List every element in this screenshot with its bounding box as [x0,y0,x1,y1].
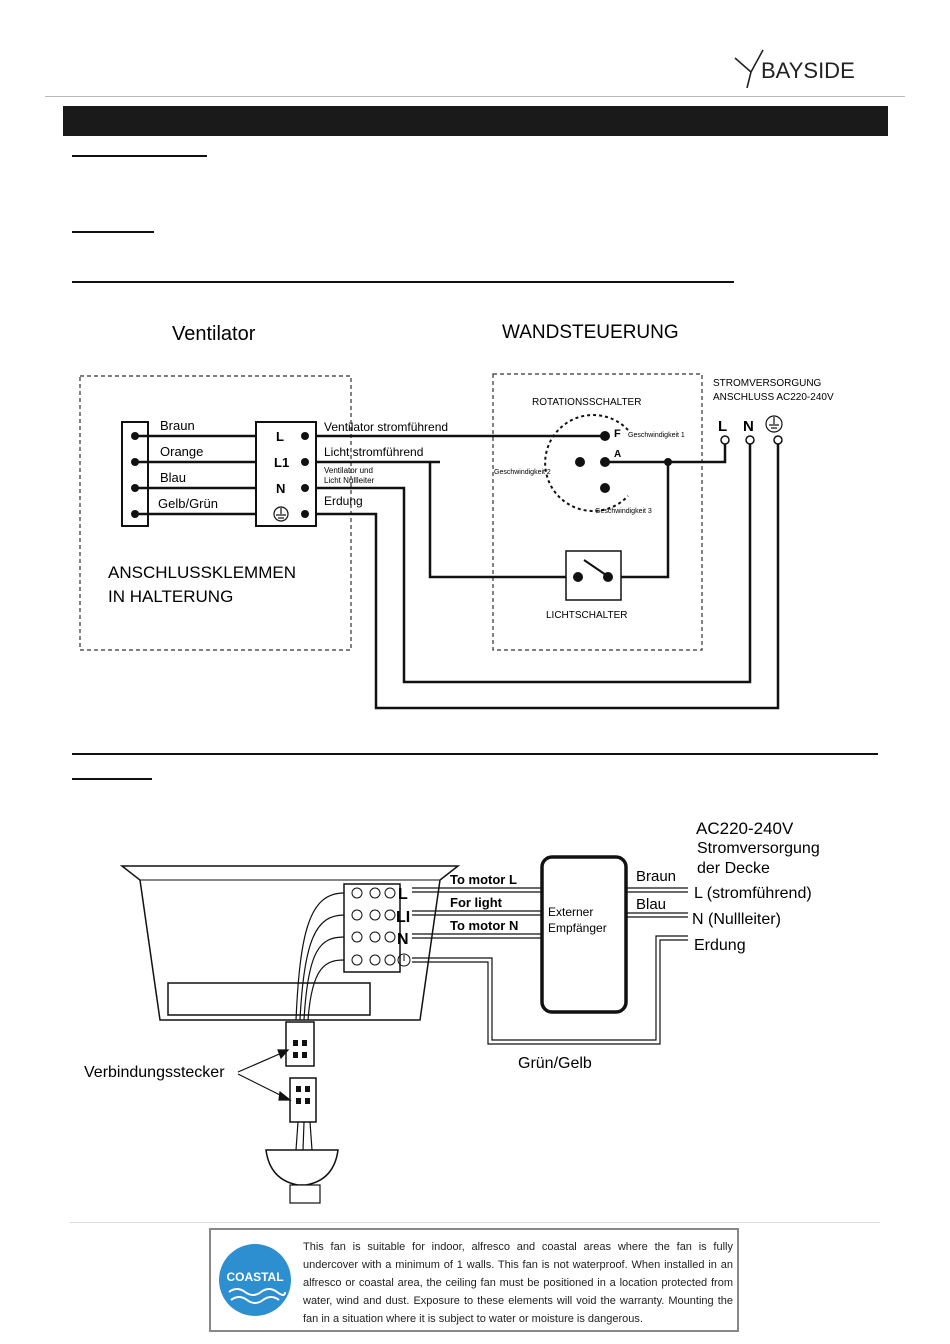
supply2-label-3: der Decke [697,860,770,877]
heading-underline [72,231,154,233]
plug-top [285,1021,315,1067]
terminal-block-label-1: ANSCHLUSSKLEMMEN [108,563,296,582]
switch-contact [600,483,610,493]
rotary-switch-body [544,414,629,512]
section-title-bar [63,106,888,136]
light-switch-label: LICHTSCHALTER [546,610,628,621]
wire-fn-neutral-1: Ventilator und [324,466,373,475]
out-label-live: L (stromführend) [694,885,812,902]
supply-ground-icon [765,415,783,433]
terminal-l1-label: L1 [274,455,289,470]
connector-label: Verbindungsstecker [84,1064,225,1081]
wire-to-motor-n: To motor N [450,918,518,933]
switch-contact [573,572,583,582]
speed-3-label: Geschwindigkeit 3 [595,508,652,515]
out-label-earth: Erdung [694,937,746,954]
receiver-label-1: Externer [548,905,593,919]
wire-color-orange: Orange [160,444,203,459]
rotary-switch-label: ROTATIONSSCHALTER [532,397,641,408]
supply-label-2: ANSCHLUSS AC220-240V [713,392,834,403]
terminal-block-label-2: IN HALTERUNG [108,587,233,606]
block-terminal [301,484,309,492]
brand-logo: BAYSIDE [733,48,863,88]
switch-contact [575,457,585,467]
wire-fn-earth: Erdung [324,494,363,508]
wire-fn-light-live: Licht stromführend [324,445,423,459]
block-terminal [301,510,309,518]
wire-to-motor-l: To motor L [450,872,517,887]
block-n-label: N [397,931,409,948]
plug-bottom [289,1077,317,1123]
fan-title: Ventilator [172,323,256,345]
speed-2-label: Geschwindigkeit 2 [494,469,551,476]
coastal-notice: COASTAL This fan is suitable for indoor,… [209,1228,739,1332]
heading-underline [72,155,207,157]
wall-control-wiring-diagram: Ventilator WANDSTEUERUNG L L1 N Braun Or… [79,322,834,710]
wire-for-light: For light [450,895,503,910]
coastal-notice-text: This fan is suitable for indoor, alfresc… [303,1241,733,1325]
coastal-badge-label: COASTAL [226,1270,284,1284]
header-divider [45,96,905,97]
block-ground-icon [397,953,411,967]
block-l-label: L [398,886,408,903]
motor-housing [265,1149,339,1186]
supply-terminal [720,435,730,445]
supply-label-1: STROMVERSORGUNG [713,378,822,389]
bird-logo-icon [734,49,764,88]
wire-color-brown: Braun [160,418,195,433]
speed-1-label: Geschwindigkeit 1 [628,432,685,439]
block-terminal [301,432,309,440]
pin-a-label: A [614,449,621,460]
wire-color-green-yellow: Gelb/Grün [158,496,218,511]
supply2-label-1: AC220-240V [696,819,794,838]
out-color-brown: Braun [636,868,676,885]
out-color-blue: Blau [636,896,666,913]
coastal-badge: COASTAL [219,1244,291,1316]
wire-fn-fan-live: Ventilator stromführend [324,420,448,434]
remote-receiver-wiring-diagram: AC220-240V Stromversorgung der Decke L L… [84,819,820,1204]
down-rod [289,1184,321,1204]
receiver-label-2: Empfänger [548,921,607,935]
out-label-neutral: N (Nullleiter) [692,911,781,928]
switch-lever [583,559,607,576]
fan-mount-plate [167,982,371,1016]
supply-l-label: L [718,418,727,435]
block-li-label: LI [396,909,410,926]
pin-f-label: F [614,428,621,440]
heading-underline [72,281,734,283]
heading-underline [72,753,878,755]
heading-underline [72,778,152,780]
footer-divider [70,1222,880,1223]
wall-control-housing [492,373,703,651]
ground-symbol-icon [273,506,289,522]
wire-fn-neutral-2: Licht Nullleiter [324,476,375,485]
ground-wire-label: Grün/Gelb [518,1055,592,1072]
junction-dot [664,458,672,466]
control-title: WANDSTEUERUNG [502,322,679,343]
external-receiver[interactable] [540,855,628,1014]
brand-name: BAYSIDE [761,58,855,83]
supply2-label-2: Stromversorgung [697,840,820,857]
switch-contact [600,457,610,467]
terminal-n-label: N [276,481,285,496]
terminal-l-label: L [276,429,284,444]
switch-contact [600,431,610,441]
wire-color-blue: Blau [160,470,186,485]
supply-n-label: N [743,418,754,435]
supply-terminal [773,435,783,445]
wave-icon [228,1288,286,1304]
supply-terminal [745,435,755,445]
block-terminal [301,458,309,466]
